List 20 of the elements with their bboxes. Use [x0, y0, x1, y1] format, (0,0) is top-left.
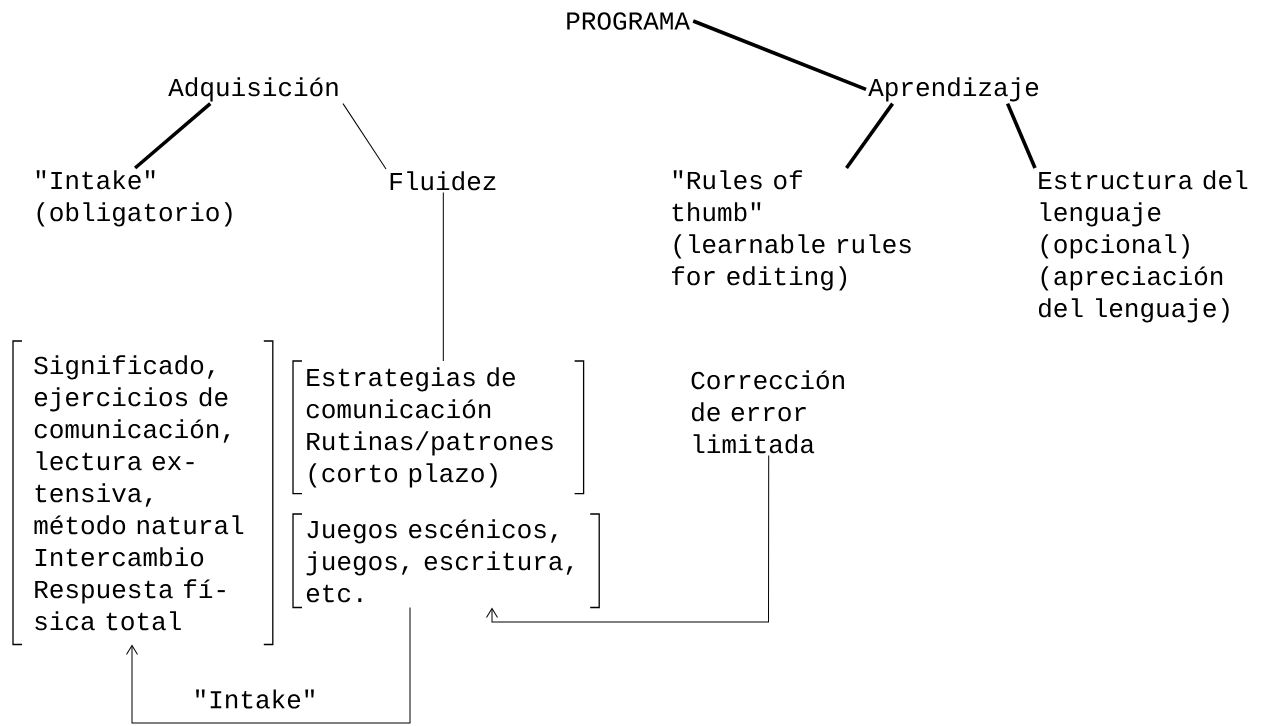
node-text: "Rules of thumb" (learnable rules for editing): [671, 170, 911, 291]
connector-line: [692, 19, 867, 91]
bracketed-box: Significado, ejercicios de comunicación, lectura ex- tensiva, método natural Intercambio Respuesta fí- sica total: [12, 340, 274, 646]
node-text: Corrección de error limitada: [691, 370, 844, 454]
connector-line: [442, 192, 444, 362]
node-text: Aprendizaje: [868, 77, 1039, 102]
connector-line: [486, 455, 770, 623]
node-text: Estructura del lenguaje (opcional) (apreciación del lenguaje): [1038, 170, 1248, 323]
bracketed-box: Estrategias de comunicación Rutinas/patrones (corto plazo): [292, 360, 585, 495]
connector-line: [133, 102, 212, 170]
connector-line: [126, 607, 411, 724]
connector-line: [845, 102, 895, 170]
node-text: PROGRAMA: [567, 12, 690, 30]
node-text: Fluidez: [390, 171, 496, 191]
node-text: "Intake" (obligatorio): [36, 170, 232, 227]
node-text: Adquisición: [168, 77, 338, 102]
connector-line: [1005, 102, 1037, 169]
edge-label: "Intake": [190, 687, 320, 711]
bracketed-box: Juegos escénicos, juegos, escritura, etc.: [292, 513, 600, 609]
connector-line: [342, 103, 387, 170]
